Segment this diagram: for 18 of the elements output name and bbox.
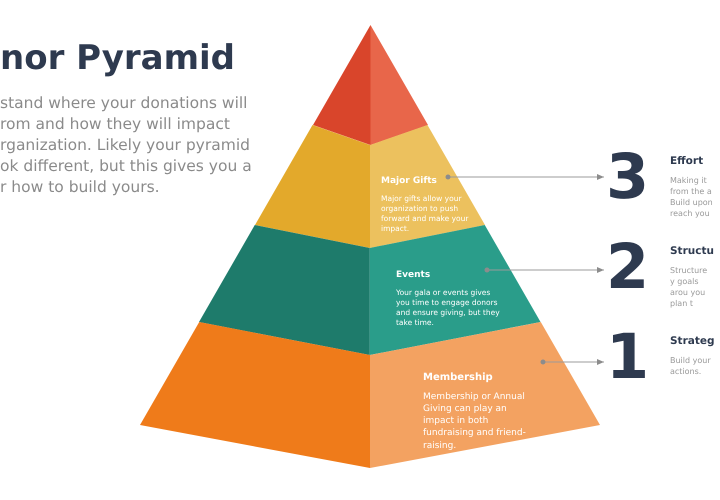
layer-heading: Events [396,270,432,280]
leader-arrow [446,174,604,180]
step-description: Structure y goals arou you plan t [670,265,708,309]
leader-arrow [540,359,604,365]
step-number: 1 [606,321,650,393]
step-number: 2 [606,231,650,303]
layer-heading: Membership [423,372,494,383]
step-heading: Effort [670,155,704,167]
leader-arrow [484,267,604,273]
step-description: Build your actions. [670,355,712,377]
layer-description: Membership or Annual Giving can play an impact in both fundraising and friend-raising. [423,391,527,452]
step-heading: Structu [670,245,714,257]
title: nor Pyramid [0,38,236,78]
step-heading: Strateg [670,335,715,347]
step-number: 3 [606,141,650,213]
step-description: Making it from the a Build upon reach you [670,175,714,219]
description-text: stand where your donations will rom and how they will impact rganization. Likely your pyramid ok different, but this gives you a r how to build yours. [0,93,253,198]
layer-heading: Major Gifts [381,176,438,186]
